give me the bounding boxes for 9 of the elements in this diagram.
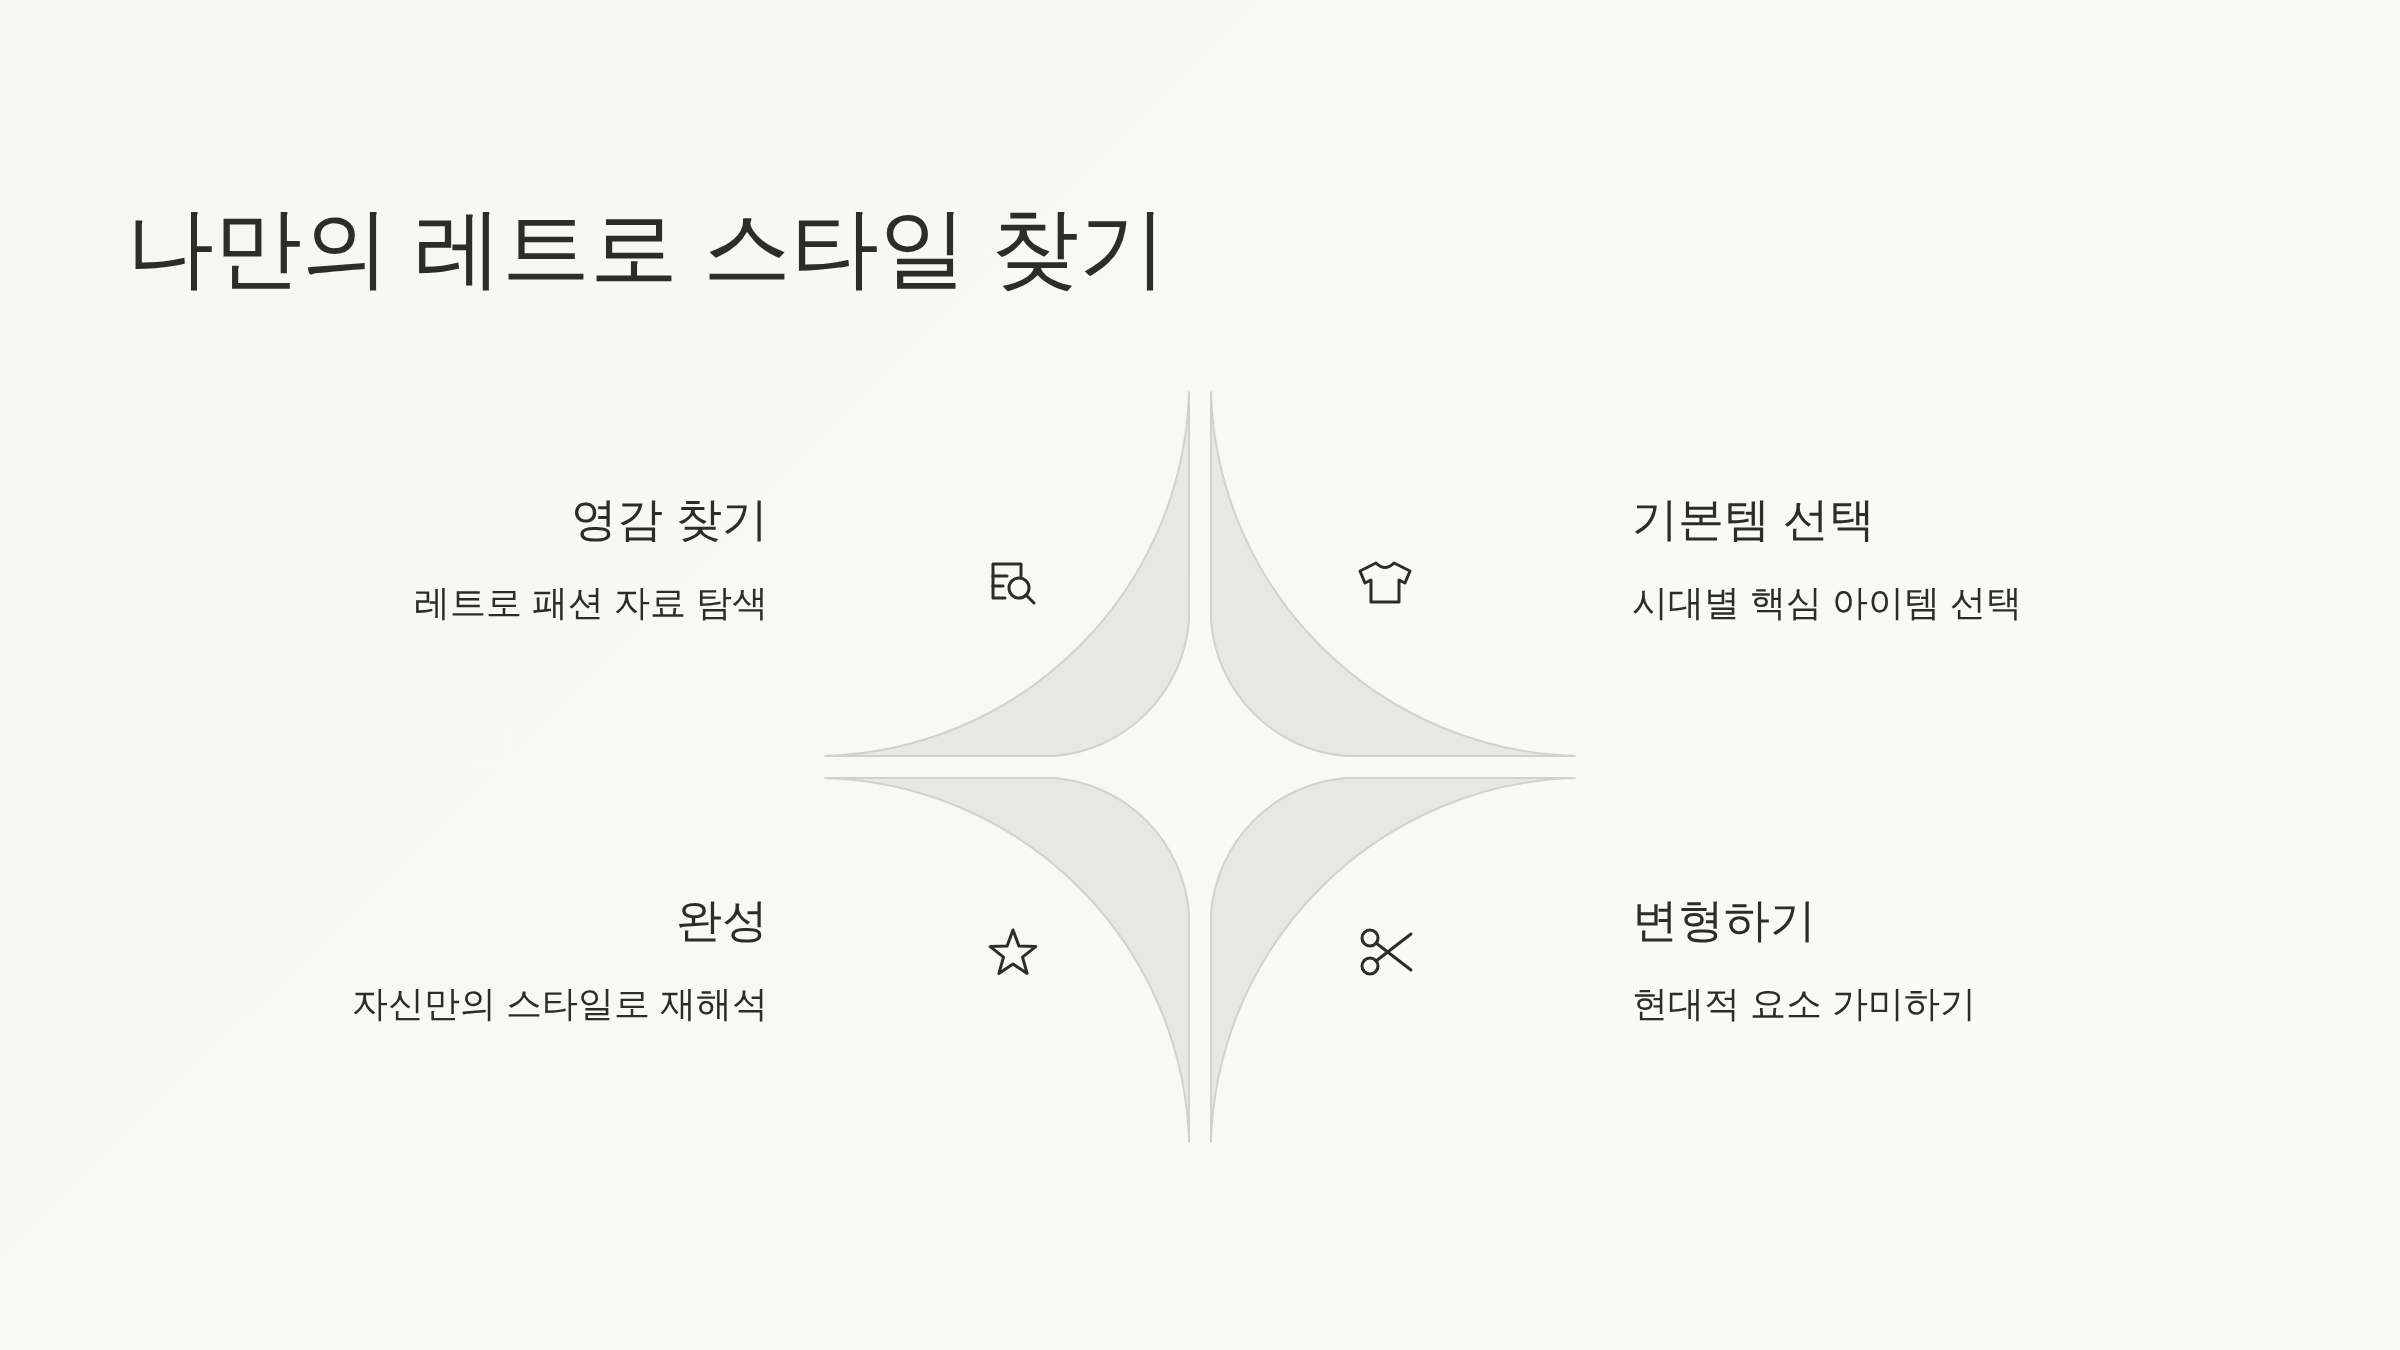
title: 나만의 레트로 스타일 찾기 <box>126 197 1168 299</box>
step-description: 현대적 요소 가미하기 <box>1632 982 1976 1026</box>
step-description: 자신만의 스타일로 재해석 <box>352 982 768 1026</box>
step-description: 레트로 패션 자료 탐색 <box>414 581 768 625</box>
step-description: 시대별 핵심 아이템 선택 <box>1632 581 2022 625</box>
step-heading: 기본템 선택 <box>1632 492 1875 548</box>
step-heading: 변형하기 <box>1632 893 1816 949</box>
step-heading: 완성 <box>676 893 768 949</box>
step-heading: 영감 찾기 <box>571 492 768 548</box>
